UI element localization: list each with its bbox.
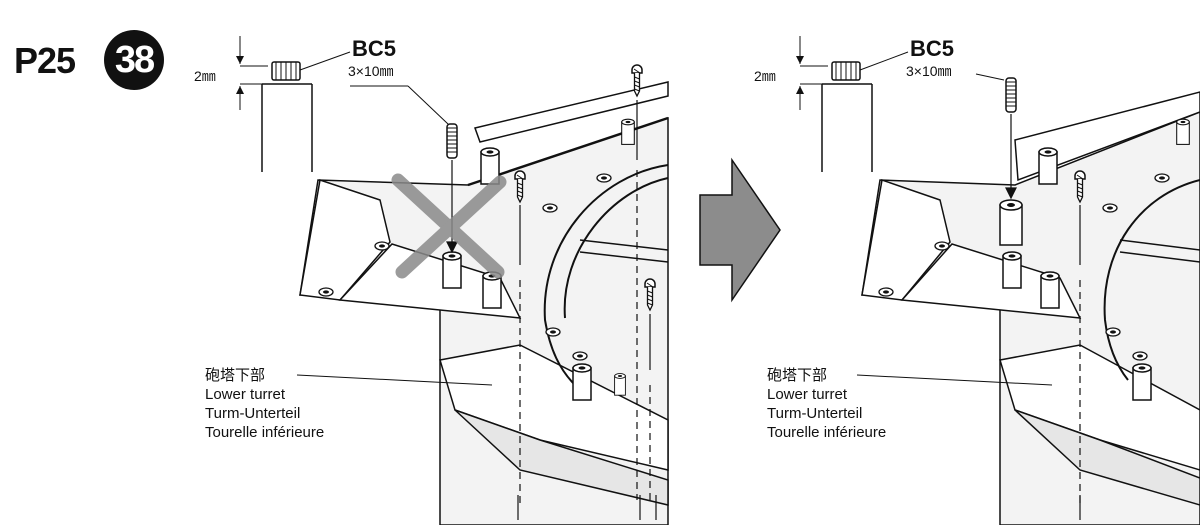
part-spec-label: 3×10㎜ xyxy=(348,63,394,79)
height-inset xyxy=(236,36,351,172)
part-code-label: BC5 xyxy=(352,36,397,61)
callout-line-en: Lower turret xyxy=(205,386,286,403)
page-reference: P25 xyxy=(14,40,76,81)
target-post-right xyxy=(999,199,1023,246)
callout-line-fr: Tourelle inférieure xyxy=(205,424,325,441)
height-label: 2㎜ xyxy=(194,68,216,84)
callout-line-en: Lower turret xyxy=(767,386,848,403)
inset-setscrew-right xyxy=(831,61,861,81)
callout-line-ja: 砲塔下部 xyxy=(767,367,828,384)
height-inset-right xyxy=(796,36,1005,172)
guide-lines-right xyxy=(1005,114,1081,520)
incorrect-cross-mark xyxy=(391,173,507,279)
step-number-badge: 38 xyxy=(104,30,164,90)
guide-lines-left xyxy=(350,85,657,520)
panel-correct xyxy=(796,36,1200,525)
inset-setscrew xyxy=(271,61,301,81)
callout-line-ja: 砲塔下部 xyxy=(205,367,266,384)
lower-turret-callout-right: 砲塔下部 Lower turret Turm-Unterteil Tourell… xyxy=(767,366,886,442)
turret-ring xyxy=(543,164,669,386)
part-spec-label-right: 3×10㎜ xyxy=(906,63,952,79)
callout-line-de: Turm-Unterteil xyxy=(767,405,863,422)
height-label-right: 2㎜ xyxy=(754,68,776,84)
part-code-label-right: BC5 xyxy=(910,36,955,61)
callout-line-de: Turm-Unterteil xyxy=(205,405,301,422)
next-step-arrow xyxy=(699,157,781,303)
panel-incorrect xyxy=(236,36,669,525)
lower-turret-callout: 砲塔下部 Lower turret Turm-Unterteil Tourell… xyxy=(205,366,324,442)
callout-line-fr: Tourelle inférieure xyxy=(767,424,887,441)
turret-ring-right xyxy=(1103,179,1200,381)
turret-hull-right xyxy=(861,91,1200,525)
